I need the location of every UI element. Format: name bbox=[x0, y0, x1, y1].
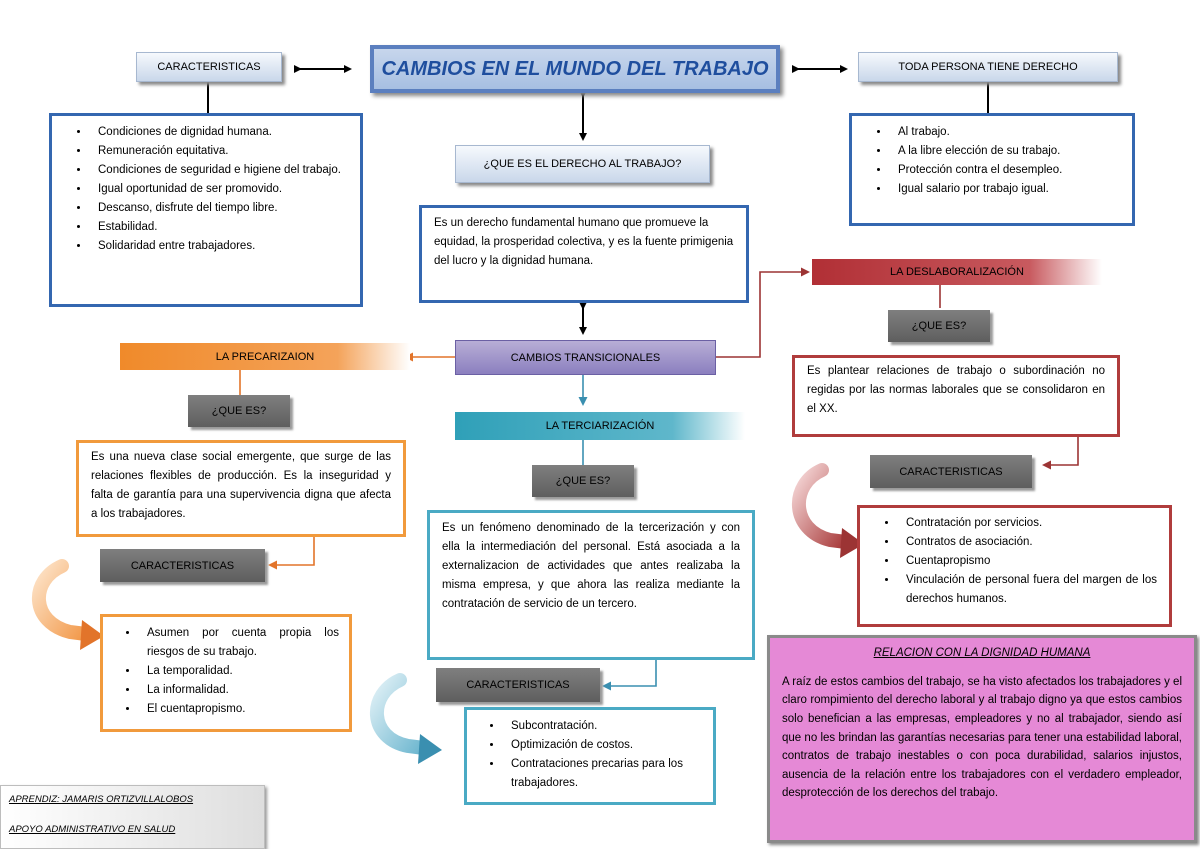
precarizacion-question: ¿QUE ES? bbox=[188, 395, 290, 427]
list-item: La informalidad. bbox=[139, 681, 339, 700]
list-item: El cuentapropismo. bbox=[139, 700, 339, 719]
transitional-label: CAMBIOS TRANSICIONALES bbox=[455, 340, 716, 375]
list-item: Vinculación de personal fuera del margen… bbox=[898, 571, 1157, 609]
deslaboralizacion-char-label: CARACTERISTICAS bbox=[870, 455, 1032, 488]
arrow-precarizacion-char bbox=[268, 537, 315, 570]
deslaboralizacion-char-box: Contratación por servicios. Contratos de… bbox=[857, 505, 1172, 627]
center-answer-text: Es un derecho fundamental humano que pro… bbox=[434, 217, 734, 267]
tercerizacion-char-label: CARACTERISTICAS bbox=[436, 668, 600, 702]
footer-program: APOYO ADMINISTRATIVO EN SALUD bbox=[9, 824, 176, 835]
precarizacion-answer-box: Es una nueva clase social emergente, que… bbox=[76, 440, 406, 537]
list-item: Contrataciones precarias para los trabaj… bbox=[503, 755, 703, 793]
list-item: Cuentapropismo bbox=[898, 552, 1157, 571]
precarizacion-char-label: CARACTERISTICAS bbox=[100, 549, 265, 582]
tercerizacion-char-box: Subcontratación. Optimización de costos.… bbox=[464, 707, 716, 805]
deslaboralizacion-answer-box: Es plantear relaciones de trabajo o subo… bbox=[792, 355, 1120, 437]
list-item: Solidaridad entre trabajadores. bbox=[90, 237, 348, 256]
list-item: Contratación por servicios. bbox=[898, 514, 1157, 533]
list-item: Contratos de asociación. bbox=[898, 533, 1157, 552]
list-item: Igual oportunidad de ser promovido. bbox=[90, 180, 348, 199]
list-item: Condiciones de dignidad humana. bbox=[90, 123, 348, 142]
right-rights-box: Al trabajo. A la libre elección de su tr… bbox=[849, 113, 1135, 226]
main-title: CAMBIOS EN EL MUNDO DEL TRABAJO bbox=[381, 57, 769, 80]
left-characteristics-box: Condiciones de dignidad humana. Remunera… bbox=[49, 113, 363, 307]
footer-box: APRENDIZ: JAMARIS ORTIZVILLALOBOS APOYO … bbox=[0, 785, 265, 849]
curl-arrow-teal bbox=[369, 673, 442, 764]
relacion-title: RELACION CON LA DIGNIDAD HUMANA bbox=[873, 647, 1091, 659]
list-item: Optimización de costos. bbox=[503, 736, 703, 755]
list-item: Remuneración equitativa. bbox=[90, 142, 348, 161]
curl-arrow-orange bbox=[31, 559, 104, 650]
relacion-text: A raíz de estos cambios del trabajo, se … bbox=[782, 675, 1182, 800]
list-item: Subcontratación. bbox=[503, 717, 703, 736]
list-item: Estabilidad. bbox=[90, 218, 348, 237]
precarizacion-title: LA PRECARIZAION bbox=[120, 343, 410, 370]
arrow-to-deslaboralizacion bbox=[716, 267, 810, 358]
list-item: Protección contra el desempleo. bbox=[890, 161, 1120, 180]
tercerizacion-question: ¿QUE ES? bbox=[532, 465, 634, 497]
list-item: La temporalidad. bbox=[139, 662, 339, 681]
list-item: Al trabajo. bbox=[890, 123, 1120, 142]
center-question-label: ¿QUE ES EL DERECHO AL TRABAJO? bbox=[455, 145, 710, 183]
main-title-box: CAMBIOS EN EL MUNDO DEL TRABAJO bbox=[370, 45, 780, 93]
arrow-tercerizacion-char bbox=[602, 660, 657, 691]
list-item: Descanso, disfrute del tiempo libre. bbox=[90, 199, 348, 218]
list-item: A la libre elección de su trabajo. bbox=[890, 142, 1120, 161]
list-item: Asumen por cuenta propia los riesgos de … bbox=[139, 624, 339, 662]
right-rights-label: TODA PERSONA TIENE DERECHO bbox=[858, 52, 1118, 82]
precarizacion-answer-text: Es una nueva clase social emergente, que… bbox=[91, 451, 391, 520]
list-item: Condiciones de seguridad e higiene del t… bbox=[90, 161, 348, 180]
curl-arrow-red bbox=[792, 463, 864, 558]
relacion-box: RELACION CON LA DIGNIDAD HUMANA A raíz d… bbox=[767, 635, 1197, 843]
tercerizacion-answer-text: Es un fenómeno denominado de la terceriz… bbox=[442, 522, 740, 610]
arrow-deslaboralizacion-char bbox=[1042, 437, 1079, 470]
tercerizacion-title: LA TERCIARIZACIÓN bbox=[455, 412, 745, 440]
deslaboralizacion-answer-text: Es plantear relaciones de trabajo o subo… bbox=[807, 365, 1105, 415]
precarizacion-char-box: Asumen por cuenta propia los riesgos de … bbox=[100, 614, 352, 732]
left-characteristics-label: CARACTERISTICAS bbox=[136, 52, 282, 82]
deslaboralizacion-title: LA DESLABORALIZACIÓN bbox=[812, 259, 1102, 285]
center-answer-box: Es un derecho fundamental humano que pro… bbox=[419, 205, 749, 303]
tercerizacion-answer-box: Es un fenómeno denominado de la terceriz… bbox=[427, 510, 755, 660]
footer-author: APRENDIZ: JAMARIS ORTIZVILLALOBOS bbox=[9, 794, 194, 805]
deslaboralizacion-question: ¿QUE ES? bbox=[888, 310, 990, 342]
list-item: Igual salario por trabajo igual. bbox=[890, 180, 1120, 199]
